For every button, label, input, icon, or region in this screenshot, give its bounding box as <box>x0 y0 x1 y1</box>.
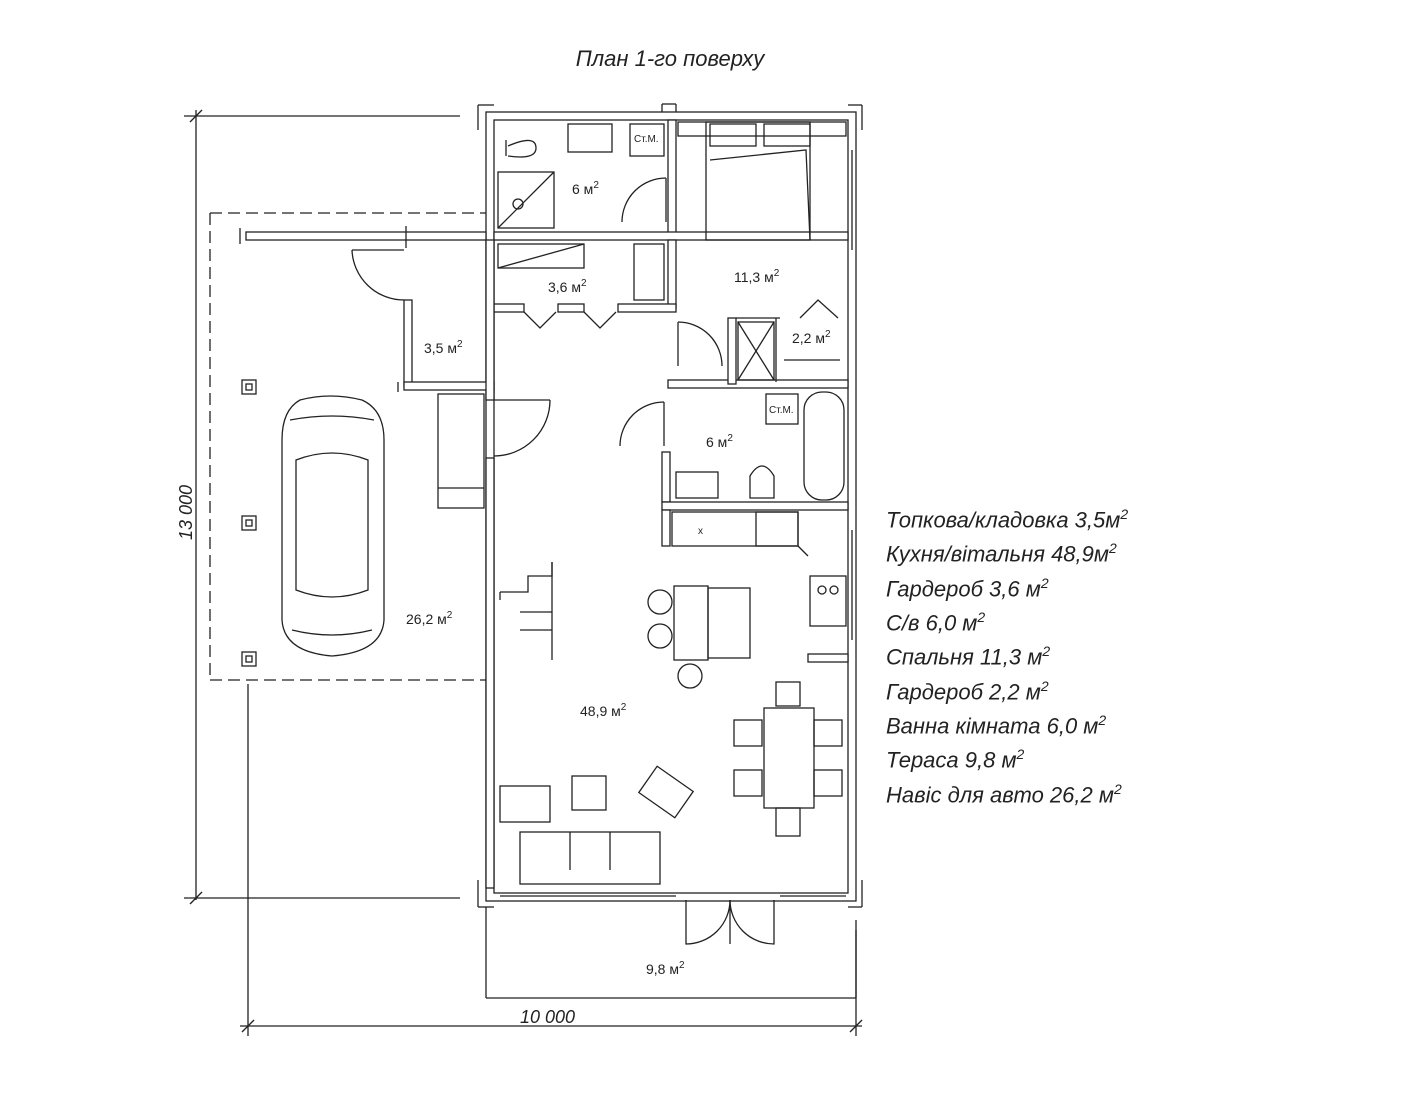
dimension-width: 10 000 <box>520 1007 575 1027</box>
legend-item: Топкова/кладовка 3,5м2 <box>886 506 1129 533</box>
legend-item: Тераса 9,8 м2 <box>886 746 1025 773</box>
legend-item: Навіс для авто 26,2 м2 <box>886 780 1122 807</box>
wardrobe-small-fixtures <box>737 321 840 381</box>
wardrobe-fixtures <box>497 243 665 301</box>
living-furniture <box>499 765 695 885</box>
kitchen-fixtures <box>671 511 847 627</box>
room-area-bath-mid: 6 м2 <box>706 433 733 450</box>
stove-mark: х <box>698 526 703 537</box>
wall-stubs <box>477 103 863 908</box>
washer-label-top: Ст.М. <box>634 134 659 145</box>
room-area-wardrobe-small: 2,2 м2 <box>792 329 831 346</box>
bath-mid-fixtures <box>675 391 845 501</box>
plan-title: План 1-го поверху <box>575 46 765 71</box>
room-legend: Топкова/кладовка 3,5м2 Кухня/вітальня 48… <box>886 500 1128 809</box>
legend-item: С/в 6,0 м2 <box>886 608 986 636</box>
washer-label-mid: Ст.М. <box>769 405 794 416</box>
car-icon <box>281 395 385 657</box>
stair-icon <box>499 562 553 660</box>
room-area-boiler: 3,5 м2 <box>424 339 463 356</box>
carport-posts <box>241 379 257 667</box>
dimension-height: 13 000 <box>176 485 196 540</box>
room-area-carport: 26,2 м2 <box>406 610 453 627</box>
legend-item: Гардероб 3,6 м2 <box>886 574 1049 601</box>
window-marks <box>500 150 853 897</box>
room-area-bath-top: 6 м2 <box>572 180 599 197</box>
legend-item: Кухня/вітальня 48,9м2 <box>886 540 1117 567</box>
room-area-living: 48,9 м2 <box>580 702 627 719</box>
bed-icon <box>677 121 847 241</box>
room-area-wardrobe-top: 3,6 м2 <box>548 278 587 295</box>
boiler-box <box>437 393 485 509</box>
legend-item: Спальня 11,3 м2 <box>886 643 1051 670</box>
dining-table <box>733 681 843 837</box>
interior-walls <box>239 119 849 889</box>
legend-item: Ванна кімната 6,0 м2 <box>886 711 1107 739</box>
room-area-terrace: 9,8 м2 <box>646 960 685 977</box>
doors <box>351 177 839 945</box>
legend-item: Гардероб 2,2 м2 <box>886 677 1049 704</box>
island-dining <box>647 585 751 689</box>
room-area-bedroom: 11,3 м2 <box>734 268 780 285</box>
bath-top-fixtures <box>497 123 665 229</box>
terrace-outline <box>485 907 857 999</box>
carport-outline <box>209 212 486 681</box>
dimension-lines <box>184 109 863 1036</box>
